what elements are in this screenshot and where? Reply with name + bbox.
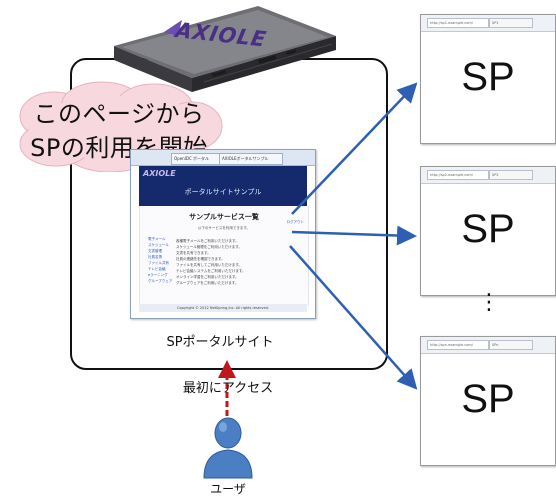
portal-caption: SPポータルサイト [166,335,274,350]
portal-banner: AXIOLE ポータルサイトサンプル [139,166,307,206]
sp-address: http://spn.example.com/ [427,340,489,350]
service-link[interactable]: eラーニング [148,273,168,277]
service-link[interactable]: グループウェア [148,279,173,283]
service-desc: 社員の連絡先を確認できます。 [176,257,225,261]
service-row[interactable]: 文書管理文書を共有できます。 [148,248,298,255]
service-desc: 各種電子メールをご利用いただけます。 [176,239,239,243]
first-access-label: 最初にアクセス [182,381,274,396]
sp-label: SP [461,377,515,421]
service-link[interactable]: テレビ会議 [148,267,166,271]
axiole-server-image [114,6,336,92]
sp-browser-bar: http://sp2.example.com/ SP2 [421,167,555,184]
service-desc: スケジュール管理をご利用いただけます。 [176,245,242,249]
sp-tab: SPn [489,340,533,350]
service-row[interactable]: eラーニングオンライン学習をご利用いただけます。 [148,272,298,279]
sp-window[interactable]: http://spn.example.com/ SPn SP [420,336,556,466]
service-list-title: サンプルサービス一覧 [189,213,259,221]
service-link[interactable]: 社員名簿 [148,255,162,259]
arrow-to-sp-n [289,245,418,390]
service-row[interactable]: スケジュールスケジュール管理をご利用いただけます。 [148,242,298,249]
arrow-to-sp-2 [291,225,417,246]
portal-logo: AXIOLE [143,169,176,178]
portal-screenshot: OpenIDC ポータル AXIOLEポータルサンプル AXIOLE ポータルサ… [130,149,316,319]
service-row[interactable]: ファイル共有ファイルを共有してご利用いただけます。 [148,260,298,267]
user-icon [203,417,253,479]
portal-site-title: ポータルサイトサンプル [184,188,262,196]
arrow-to-sp-1 [291,82,418,215]
service-link[interactable]: ファイル共有 [148,261,169,265]
service-desc: テレビ会議システムをご利用いただけます。 [176,269,246,273]
service-row[interactable]: グループウェアグループウェアをご利用いただけます。 [148,278,298,285]
sp-browser-bar: http://spn.example.com/ SPn [421,337,555,354]
sp-address: http://sp1.example.com/ [427,18,489,28]
callout-line-1: このページから [33,100,205,128]
service-desc: ファイルを共有してご利用いただけます。 [176,263,243,267]
service-row[interactable]: 社員名簿社員の連絡先を確認できます。 [148,254,298,261]
service-desc: グループウェアをご利用いただけます。 [176,281,239,285]
service-link[interactable]: 文書管理 [148,249,162,253]
sp-label: SP [461,55,515,99]
service-row[interactable]: 電子メール各種電子メールをご利用いただけます。 [148,236,298,243]
logout-link[interactable]: ログアウト [286,220,305,224]
sp-label: SP [461,207,515,251]
sp-tab: SP1 [489,18,533,28]
sp-address: http://sp2.example.com/ [427,170,489,180]
sp-browser-bar: http://sp1.example.com/ SP1 [421,15,555,32]
sp-tab: SP2 [489,170,533,180]
service-desc: オンライン学習をご利用いただけます。 [176,275,239,279]
service-link[interactable]: スケジュール [148,243,169,247]
browser-chrome: OpenIDC ポータル AXIOLEポータルサンプル [131,150,315,166]
service-link[interactable]: 電子メール [148,237,166,241]
user-label: ユーザ [210,482,246,496]
portal-body: サンプルサービス一覧 ログアウト 以下のサービスを利用できます。 電子メール各種… [139,206,309,306]
sp-window[interactable]: http://sp2.example.com/ SP2 SP [420,166,556,296]
service-row[interactable]: テレビ会議テレビ会議システムをご利用いただけます。 [148,266,298,273]
service-desc: 文書を共有できます。 [176,251,211,255]
service-list-note: 以下のサービスを利用できます。 [197,226,251,230]
browser-tab: AXIOLEポータルサンプル [219,153,283,165]
portal-footer: Copyright © 2012 NetSpring,Inc. All righ… [139,304,307,312]
